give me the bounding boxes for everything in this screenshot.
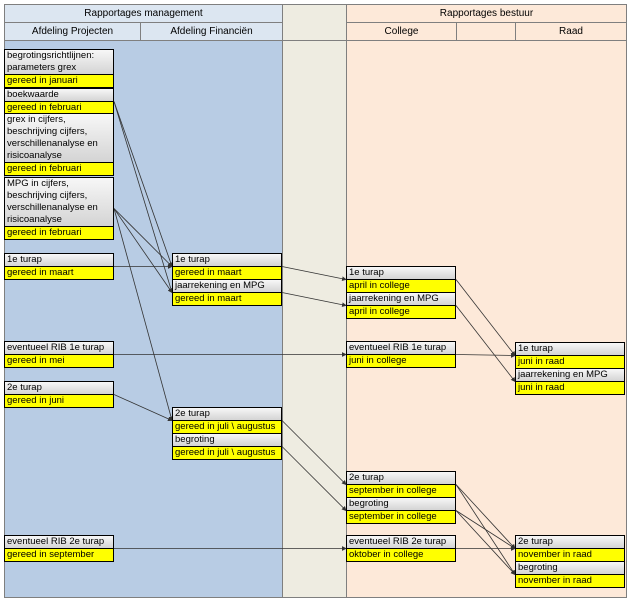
- card-college-rib-2e-turap: eventueel RIB 2e turap oktober in colleg…: [346, 535, 456, 562]
- card-status: april in college: [347, 279, 455, 292]
- card-title: 2e turap: [516, 536, 624, 548]
- card-college-begroting: begroting september in college: [346, 497, 456, 524]
- card-status: gereed in juni: [5, 394, 113, 407]
- card-status: gereed in maart: [5, 266, 113, 279]
- card-title: eventueel RIB 1e turap: [5, 342, 113, 354]
- lane-separator: [283, 4, 346, 598]
- card-raad-2e-turap: 2e turap november in raad: [515, 535, 625, 562]
- card-projecten-rib-1e-turap: eventueel RIB 1e turap gereed in mei: [4, 341, 114, 368]
- card-college-2e-turap: 2e turap september in college: [346, 471, 456, 498]
- card-financien-2e-turap: 2e turap gereed in juli \ augustus: [172, 407, 282, 434]
- card-status: november in raad: [516, 548, 624, 561]
- card-status: juni in college: [347, 354, 455, 367]
- card-status: gereed in februari: [5, 226, 113, 239]
- card-status: juni in raad: [516, 381, 624, 394]
- card-title: jaarrekening en MPG: [173, 280, 281, 292]
- card-status: gereed in februari: [5, 162, 113, 175]
- card-status: november in raad: [516, 574, 624, 587]
- card-title: boekwaarde: [5, 89, 113, 101]
- card-title: 2e turap: [5, 382, 113, 394]
- card-projecten-1e-turap: 1e turap gereed in maart: [4, 253, 114, 280]
- card-begrotingsrichtlijnen: begrotingsrichtlijnen: parameters grex g…: [4, 49, 114, 88]
- card-status: september in college: [347, 510, 455, 523]
- card-status: gereed in januari: [5, 74, 113, 87]
- card-raad-1e-turap: 1e turap juni in raad: [515, 342, 625, 369]
- card-title: begroting: [516, 562, 624, 574]
- header-college-spacer: [456, 22, 516, 41]
- card-title: jaarrekening en MPG: [347, 293, 455, 305]
- card-projecten-rib-2e-turap: eventueel RIB 2e turap gereed in septemb…: [4, 535, 114, 562]
- card-grex-cijfers: grex in cijfers, beschrijving cijfers, v…: [4, 113, 114, 176]
- card-projecten-2e-turap: 2e turap gereed in juni: [4, 381, 114, 408]
- header-financien: Afdeling Financiën: [140, 22, 283, 41]
- card-title: 1e turap: [347, 267, 455, 279]
- card-status: gereed in maart: [173, 266, 281, 279]
- card-status: april in college: [347, 305, 455, 318]
- card-status: gereed in juli \ augustus: [173, 446, 281, 459]
- card-status: gereed in maart: [173, 292, 281, 305]
- card-title: MPG in cijfers, beschrijving cijfers, ve…: [5, 178, 113, 226]
- header-raad: Raad: [515, 22, 627, 41]
- card-title: 2e turap: [173, 408, 281, 420]
- header-bestuur: Rapportages bestuur: [346, 4, 627, 24]
- header-management: Rapportages management: [4, 4, 283, 24]
- header-college: College: [346, 22, 457, 41]
- card-title: eventueel RIB 2e turap: [5, 536, 113, 548]
- card-status: gereed in september: [5, 548, 113, 561]
- card-mpg-cijfers: MPG in cijfers, beschrijving cijfers, ve…: [4, 177, 114, 240]
- card-college-jaarrekening: jaarrekening en MPG april in college: [346, 292, 456, 319]
- card-raad-jaarrekening: jaarrekening en MPG juni in raad: [515, 368, 625, 395]
- card-title: 1e turap: [516, 343, 624, 355]
- card-status: gereed in februari: [5, 101, 113, 114]
- header-projecten: Afdeling Projecten: [4, 22, 141, 41]
- card-raad-begroting: begroting november in raad: [515, 561, 625, 588]
- card-title: eventueel RIB 1e turap: [347, 342, 455, 354]
- card-boekwaarde: boekwaarde gereed in februari: [4, 88, 114, 115]
- card-college-rib-1e-turap: eventueel RIB 1e turap juni in college: [346, 341, 456, 368]
- card-title: begrotingsrichtlijnen: parameters grex: [5, 50, 113, 74]
- card-status: gereed in juli \ augustus: [173, 420, 281, 433]
- card-status: juni in raad: [516, 355, 624, 368]
- card-financien-1e-turap: 1e turap gereed in maart: [172, 253, 282, 280]
- card-title: 1e turap: [173, 254, 281, 266]
- card-title: begroting: [173, 434, 281, 446]
- card-title: eventueel RIB 2e turap: [347, 536, 455, 548]
- card-financien-begroting: begroting gereed in juli \ augustus: [172, 433, 282, 460]
- card-title: 1e turap: [5, 254, 113, 266]
- card-status: gereed in mei: [5, 354, 113, 367]
- card-financien-jaarrekening: jaarrekening en MPG gereed in maart: [172, 279, 282, 306]
- card-title: jaarrekening en MPG: [516, 369, 624, 381]
- header-separator: [283, 4, 346, 41]
- card-title: grex in cijfers, beschrijving cijfers, v…: [5, 114, 113, 162]
- card-title: begroting: [347, 498, 455, 510]
- card-status: september in college: [347, 484, 455, 497]
- card-college-1e-turap: 1e turap april in college: [346, 266, 456, 293]
- card-title: 2e turap: [347, 472, 455, 484]
- card-status: oktober in college: [347, 548, 455, 561]
